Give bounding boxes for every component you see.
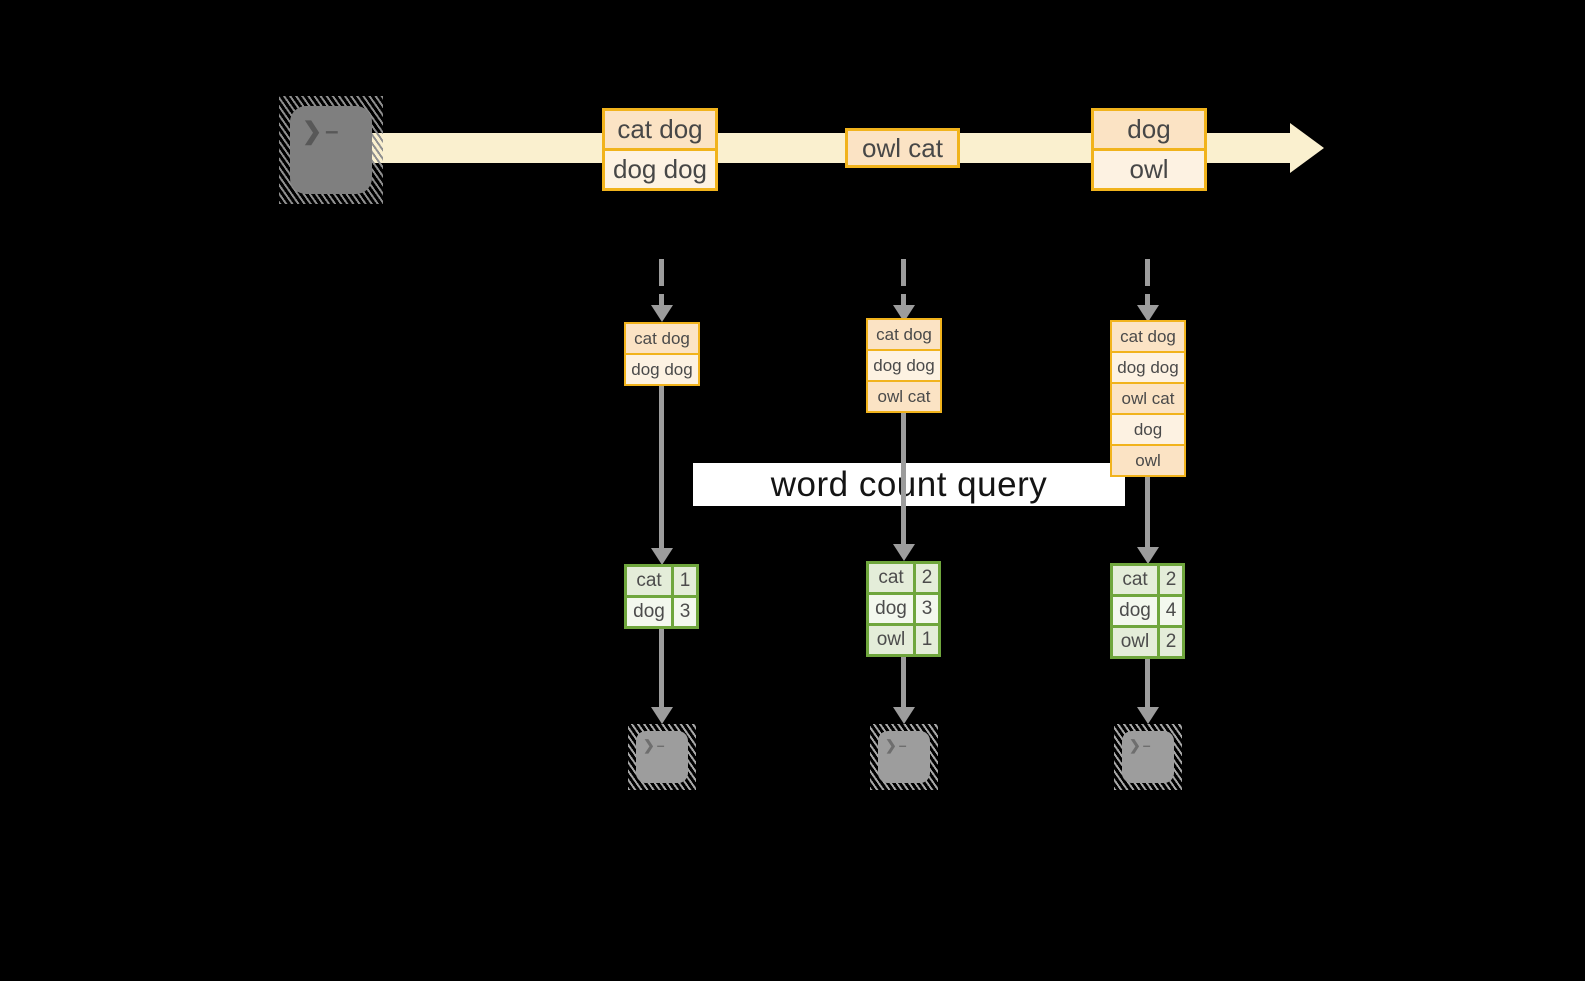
terminal-prompt-icon: ❯– bbox=[302, 118, 342, 145]
count-word-cell: dog bbox=[627, 598, 671, 626]
output-arrowhead-icon-3 bbox=[1137, 707, 1159, 724]
terminal-prompt-icon: ❯– bbox=[885, 737, 909, 753]
count-value-cell: 1 bbox=[671, 567, 696, 595]
stream-event-box-2: owl cat bbox=[845, 128, 960, 168]
count-value-cell: 2 bbox=[1157, 566, 1182, 594]
stream-event-text: owl cat bbox=[848, 131, 957, 165]
sink-terminal-icon-3: ❯– bbox=[1122, 731, 1174, 783]
query-arrowhead-icon-1 bbox=[651, 548, 673, 565]
terminal-prompt-icon: ❯– bbox=[643, 737, 667, 753]
buffer-row: cat dog bbox=[626, 324, 698, 353]
count-value-cell: 4 bbox=[1157, 597, 1182, 625]
source-terminal-icon: ❯– bbox=[290, 106, 372, 194]
query-arrow-1 bbox=[659, 386, 664, 548]
query-arrow-3 bbox=[1145, 477, 1150, 547]
count-word-cell: dog bbox=[869, 595, 913, 623]
ingest-arrowhead-icon-3 bbox=[1137, 305, 1159, 322]
count-word-cell: owl bbox=[1113, 628, 1157, 656]
count-row: dog 3 bbox=[869, 592, 938, 623]
output-arrowhead-icon-2 bbox=[893, 707, 915, 724]
count-value-cell: 1 bbox=[913, 626, 938, 654]
output-arrow-3 bbox=[1145, 659, 1150, 707]
count-value-cell: 2 bbox=[1157, 628, 1182, 656]
count-word-cell: owl bbox=[869, 626, 913, 654]
output-arrowhead-icon-1 bbox=[651, 707, 673, 724]
output-arrow-2 bbox=[901, 657, 906, 707]
count-table-2: cat 2 dog 3 owl 1 bbox=[866, 561, 941, 657]
count-row: owl 1 bbox=[869, 623, 938, 654]
stream-arrowhead-icon bbox=[1290, 123, 1324, 173]
query-arrowhead-icon-3 bbox=[1137, 547, 1159, 564]
count-row: dog 4 bbox=[1113, 594, 1182, 625]
count-table-1: cat 1 dog 3 bbox=[624, 564, 699, 629]
ingest-arrowhead-icon-2 bbox=[893, 305, 915, 322]
buffer-row: dog dog bbox=[1112, 351, 1184, 382]
count-word-cell: cat bbox=[627, 567, 671, 595]
count-word-cell: dog bbox=[1113, 597, 1157, 625]
count-row: dog 3 bbox=[627, 595, 696, 626]
query-arrowhead-icon-2 bbox=[893, 544, 915, 561]
buffer-row: cat dog bbox=[868, 320, 940, 349]
buffer-box-3: cat dog dog dog owl cat dog owl bbox=[1110, 320, 1186, 477]
buffer-row: owl cat bbox=[1112, 382, 1184, 413]
buffer-row: dog dog bbox=[868, 349, 940, 380]
count-word-cell: cat bbox=[869, 564, 913, 592]
count-table-3: cat 2 dog 4 owl 2 bbox=[1110, 563, 1185, 659]
sink-terminal-icon-1: ❯– bbox=[636, 731, 688, 783]
query-banner: word count query bbox=[693, 463, 1125, 506]
buffer-box-2: cat dog dog dog owl cat bbox=[866, 318, 942, 413]
ingest-arrow-dashed-3 bbox=[1145, 259, 1150, 305]
buffer-row: dog dog bbox=[626, 353, 698, 384]
stream-event-text: owl bbox=[1094, 148, 1204, 188]
count-value-cell: 3 bbox=[671, 598, 696, 626]
count-row: owl 2 bbox=[1113, 625, 1182, 656]
buffer-row: dog bbox=[1112, 413, 1184, 444]
stream-event-text: cat dog bbox=[605, 111, 715, 148]
output-arrow-1 bbox=[659, 629, 664, 707]
ingest-arrowhead-icon-1 bbox=[651, 305, 673, 322]
count-word-cell: cat bbox=[1113, 566, 1157, 594]
buffer-row: owl bbox=[1112, 444, 1184, 475]
stream-event-box-1: cat dog dog dog bbox=[602, 108, 718, 191]
count-row: cat 2 bbox=[869, 564, 938, 592]
count-row: cat 1 bbox=[627, 567, 696, 595]
query-arrow-2 bbox=[901, 413, 906, 544]
ingest-arrow-dashed-1 bbox=[659, 259, 664, 305]
stream-event-text: dog dog bbox=[605, 148, 715, 188]
buffer-row: owl cat bbox=[868, 380, 940, 411]
query-banner-label: word count query bbox=[770, 464, 1048, 504]
stream-event-box-3: dog owl bbox=[1091, 108, 1207, 191]
ingest-arrow-dashed-2 bbox=[901, 259, 906, 305]
sink-terminal-icon-2: ❯– bbox=[878, 731, 930, 783]
stream-event-text: dog bbox=[1094, 111, 1204, 148]
count-value-cell: 3 bbox=[913, 595, 938, 623]
buffer-row: cat dog bbox=[1112, 322, 1184, 351]
count-value-cell: 2 bbox=[913, 564, 938, 592]
terminal-prompt-icon: ❯– bbox=[1129, 737, 1153, 753]
buffer-box-1: cat dog dog dog bbox=[624, 322, 700, 386]
count-row: cat 2 bbox=[1113, 566, 1182, 594]
